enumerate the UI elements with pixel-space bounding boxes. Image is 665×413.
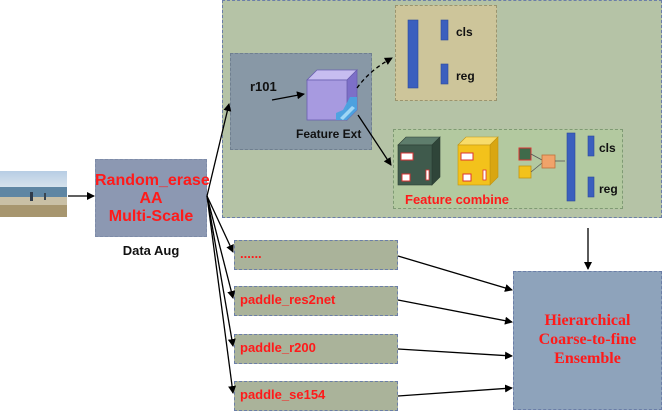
head-combine-bar-cls bbox=[587, 135, 595, 157]
head-top-bar-cls bbox=[440, 19, 449, 41]
backbone-label: r101 bbox=[250, 79, 277, 94]
head-combine-reg: reg bbox=[599, 182, 618, 196]
data-aug-line-3: Multi-Scale bbox=[108, 208, 194, 225]
data-aug-line-1: Random_erase bbox=[95, 172, 210, 189]
model-label-ellipsis: ...... bbox=[240, 246, 262, 261]
model-box-ellipsis bbox=[234, 240, 398, 270]
model-box-res2net bbox=[234, 286, 398, 316]
feature-combine-caption: Feature combine bbox=[405, 192, 510, 207]
head-top-bar-reg bbox=[440, 63, 449, 85]
ensemble-box bbox=[513, 271, 662, 410]
model-label-res2net: paddle_res2net bbox=[240, 292, 336, 307]
input-image bbox=[0, 171, 67, 217]
data-aug-box bbox=[95, 159, 207, 237]
merge-icon bbox=[518, 147, 565, 179]
yellow-cube-icon bbox=[457, 136, 499, 186]
head-combine-cls: cls bbox=[599, 141, 616, 155]
model-label-r200: paddle_r200 bbox=[240, 340, 316, 355]
ensemble-line-2: Coarse-to-fine bbox=[538, 331, 637, 348]
green-cube-icon bbox=[397, 136, 441, 186]
head-combine-bar-reg bbox=[587, 176, 595, 198]
data-aug-caption: Data Aug bbox=[122, 243, 180, 258]
head-top-reg: reg bbox=[456, 69, 475, 83]
model-label-se154: paddle_se154 bbox=[240, 387, 326, 402]
backbone-caption: Feature Ext bbox=[296, 127, 362, 141]
head-top-bar-main bbox=[407, 19, 419, 89]
model-box-se154 bbox=[234, 381, 398, 411]
head-top-cls: cls bbox=[456, 25, 473, 39]
ensemble-line-1: Hierarchical bbox=[544, 312, 631, 329]
feature-cube-icon bbox=[306, 69, 358, 121]
ensemble-line-3: Ensemble bbox=[554, 350, 621, 367]
data-aug-line-2: AA bbox=[139, 190, 163, 207]
head-combine-bar-main bbox=[566, 132, 576, 202]
arrows bbox=[68, 57, 592, 397]
model-box-r200 bbox=[234, 334, 398, 364]
